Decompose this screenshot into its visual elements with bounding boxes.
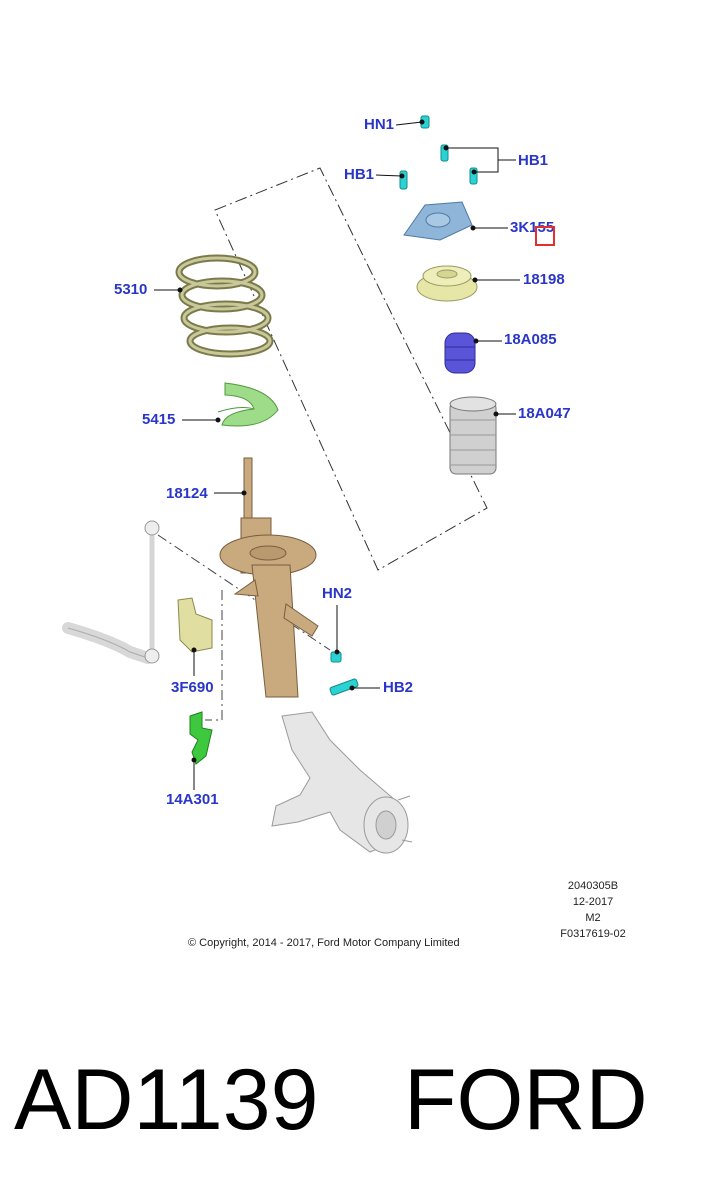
callout-hb1-right: HB1 <box>518 152 549 169</box>
callout-hn1: HN1 <box>364 116 395 133</box>
callout-spring: 5310 <box>114 281 148 298</box>
brand-name: FORD <box>404 1052 648 1148</box>
bump-stop <box>444 332 476 374</box>
callout-bump-stop: 18A085 <box>504 331 557 348</box>
meta-date: 12-2017 <box>572 896 614 908</box>
callout-bearing: 18198 <box>523 271 565 288</box>
bolt-hb2 <box>329 678 359 696</box>
callout-spring-seat: 5415 <box>142 411 176 428</box>
part-number: AD1139 <box>14 1052 319 1148</box>
callout-clip: 14A301 <box>166 791 219 808</box>
strut <box>219 457 319 698</box>
meta-code: 2040305B <box>567 880 619 892</box>
highlight-box <box>535 226 555 246</box>
callout-hn2: HN2 <box>322 585 353 602</box>
callout-top-mount: 3K155 <box>510 219 555 236</box>
dust-boot <box>449 396 497 475</box>
callout-bracket: 3F690 <box>171 679 214 696</box>
callout-hb1-left: HB1 <box>344 166 375 183</box>
guide-line <box>205 590 223 721</box>
bearing <box>416 265 478 302</box>
knuckle <box>271 711 413 854</box>
parts-diagram <box>62 115 520 854</box>
assembly-boundary <box>214 167 488 571</box>
leader-lines <box>154 119 520 790</box>
copyright-text: © Copyright, 2014 - 2017, Ford Motor Com… <box>188 937 460 949</box>
stabilizer-bar <box>62 520 160 664</box>
spring-seat <box>217 382 279 427</box>
clip <box>189 711 213 765</box>
drawing-meta: 2040305B 12-2017 M2 F0317619-02 <box>548 878 638 942</box>
meta-ref: F0317619-02 <box>560 928 626 940</box>
callout-hb2: HB2 <box>383 679 414 696</box>
callout-dust-boot: 18A047 <box>518 405 571 422</box>
callout-strut: 18124 <box>166 485 208 502</box>
meta-model: M2 <box>585 912 601 924</box>
bracket <box>177 597 213 653</box>
bolts-hb1 <box>399 144 478 190</box>
top-mount <box>403 201 473 241</box>
